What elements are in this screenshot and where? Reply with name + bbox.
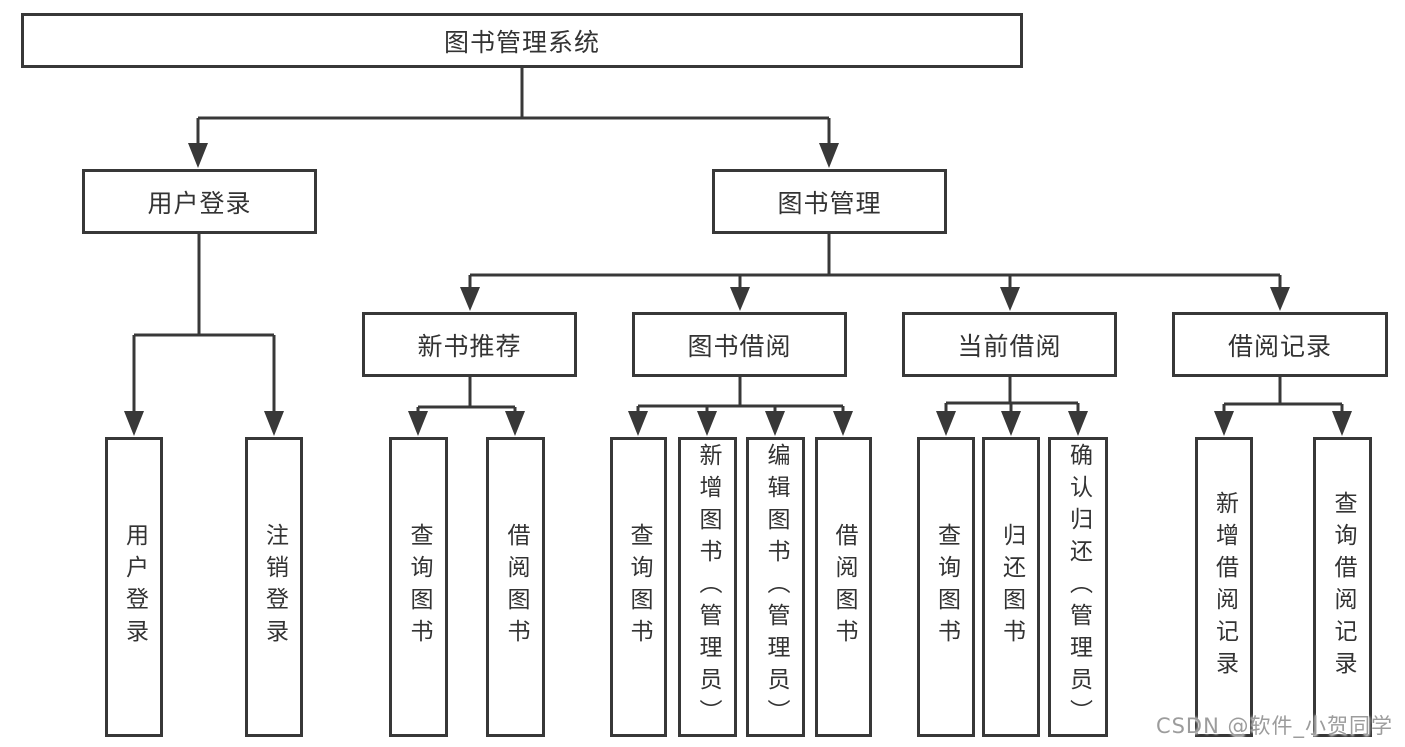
arrow-icon	[697, 411, 717, 436]
leaf-newbook-borrow-books: 借阅图书	[486, 437, 545, 737]
node-user-login: 用户登录	[82, 169, 317, 234]
leaf-borrow-add-books-admin: 新增图书（管理员）	[678, 437, 737, 737]
node-new-book-recommend: 新书推荐	[362, 312, 577, 377]
node-book-management: 图书管理	[712, 169, 947, 234]
connector-root	[196, 68, 831, 146]
arrow-icon	[1001, 411, 1021, 436]
arrow-icon	[1214, 411, 1234, 436]
arrow-icon	[1000, 287, 1020, 311]
arrow-icon	[264, 411, 284, 436]
leaf-records-add-record: 新增借阅记录	[1195, 437, 1253, 737]
leaf-borrow-query-books: 查询图书	[610, 437, 667, 737]
node-root: 图书管理系统	[21, 13, 1023, 68]
arrow-icon	[124, 411, 144, 436]
leaf-current-confirm-return-admin: 确认归还（管理员）	[1048, 437, 1108, 737]
arrow-icon	[460, 287, 480, 311]
node-borrow-records: 借阅记录	[1172, 312, 1388, 377]
arrow-icon	[408, 411, 428, 436]
arrow-icon	[833, 411, 853, 436]
arrow-icon	[936, 411, 956, 436]
leaf-records-query-record: 查询借阅记录	[1313, 437, 1372, 737]
arrow-icon	[188, 143, 208, 168]
leaf-user-login: 用户登录	[105, 437, 163, 737]
leaf-logout: 注销登录	[245, 437, 303, 737]
connector-new-book	[416, 377, 517, 414]
arrow-icon	[819, 143, 839, 168]
leaf-current-return-books: 归还图书	[982, 437, 1040, 737]
node-current-borrow: 当前借阅	[902, 312, 1117, 377]
leaf-current-query-books: 查询图书	[917, 437, 975, 737]
connector-current-borrow	[944, 377, 1080, 414]
arrow-icon	[505, 411, 525, 436]
connector-borrow-records	[1222, 377, 1344, 414]
csdn-watermark: CSDN @软件_小贺同学	[1155, 714, 1393, 738]
connector-user-login	[132, 234, 276, 414]
arrow-icon	[765, 411, 785, 436]
leaf-newbook-query-books: 查询图书	[389, 437, 448, 737]
leaf-borrow-borrow-books: 借阅图书	[815, 437, 872, 737]
arrow-icon	[1270, 287, 1290, 311]
arrow-icon	[730, 287, 750, 311]
arrow-icon	[1068, 411, 1088, 436]
arrow-icon	[1332, 411, 1352, 436]
node-book-borrow: 图书借阅	[632, 312, 847, 377]
connector-book-management	[468, 234, 1282, 290]
connector-book-borrow	[636, 377, 845, 414]
leaf-borrow-edit-books-admin: 编辑图书（管理员）	[746, 437, 805, 737]
arrow-icon	[628, 411, 648, 436]
